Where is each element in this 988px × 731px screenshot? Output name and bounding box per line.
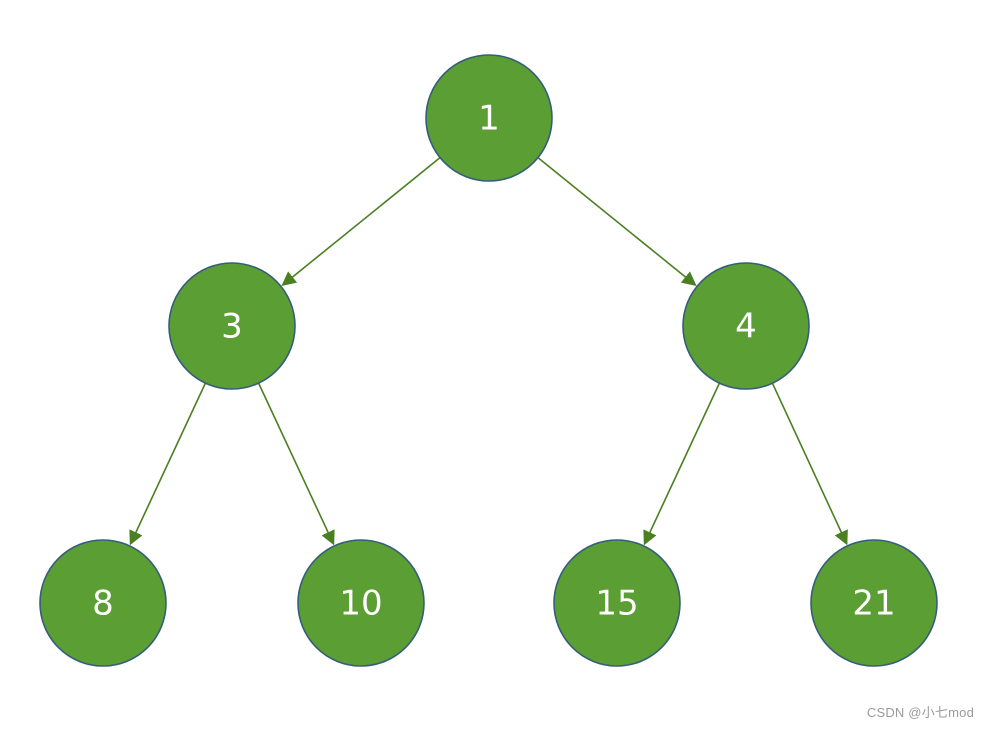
node-label: 21 <box>852 584 895 624</box>
tree-node-1: 1 <box>425 54 553 182</box>
node-label: 8 <box>92 584 114 624</box>
tree-node-15: 15 <box>553 539 681 667</box>
edges-layer <box>129 157 848 546</box>
tree-node-21: 21 <box>810 539 938 667</box>
edge-n4-n21 <box>771 382 848 546</box>
tree-node-10: 10 <box>297 539 425 667</box>
tree-node-4: 4 <box>682 262 810 390</box>
watermark: CSDN @小七mod <box>866 705 974 720</box>
tree-node-8: 8 <box>39 539 167 667</box>
edge-n1-n3 <box>281 157 441 287</box>
node-label: 3 <box>221 307 243 347</box>
node-circle <box>297 539 425 667</box>
node-circle <box>39 539 167 667</box>
node-circle <box>425 54 553 182</box>
node-circle <box>168 262 296 390</box>
edge-n4-n15 <box>643 382 721 546</box>
node-circle <box>682 262 810 390</box>
nodes-layer: 1 3 4 8 10 15 21 <box>39 54 938 667</box>
node-circle <box>553 539 681 667</box>
node-circle <box>810 539 938 667</box>
node-label: 10 <box>339 584 382 624</box>
edge-n3-n10 <box>257 382 335 546</box>
node-label: 15 <box>595 584 638 624</box>
edge-n3-n8 <box>129 382 207 546</box>
tree-node-3: 3 <box>168 262 296 390</box>
node-label: 4 <box>735 307 757 347</box>
node-label: 1 <box>478 99 500 139</box>
edge-n1-n4 <box>537 157 697 287</box>
